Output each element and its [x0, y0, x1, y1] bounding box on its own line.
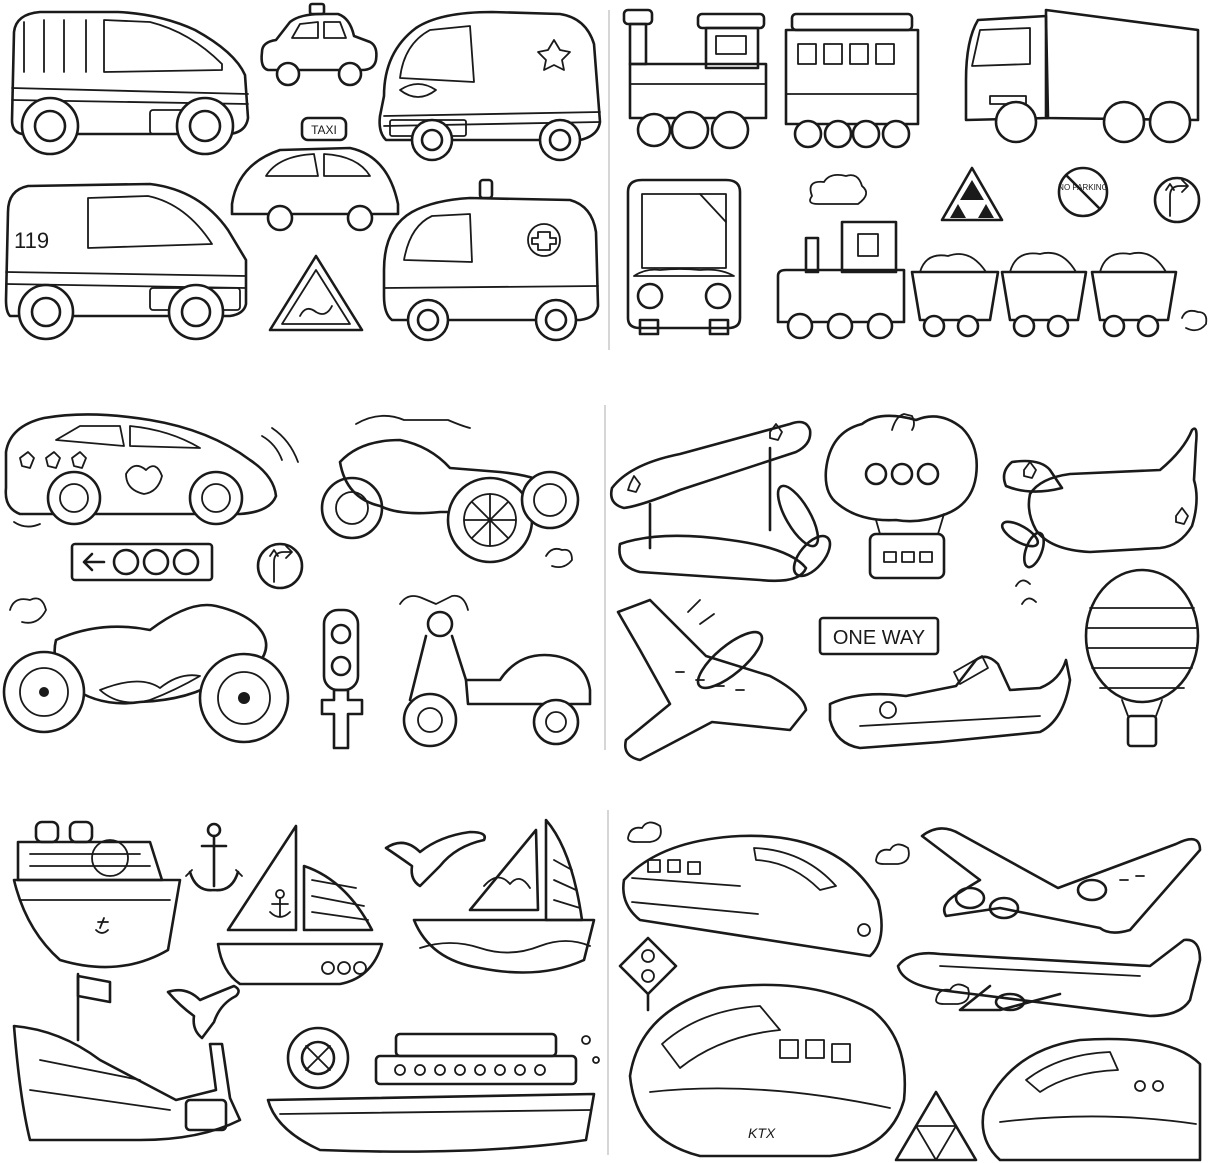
van-drawing: [10, 10, 250, 156]
bullet-train-drawing-2: KTX: [628, 983, 907, 1158]
yacht-drawing: [412, 818, 596, 974]
no-parking-label: NO PARKING: [1058, 183, 1108, 192]
airship-drawing: [824, 413, 978, 580]
ambulance-number-label: 119: [14, 228, 49, 253]
race-car-drawing: [4, 413, 299, 528]
bullet-train-drawing-3: [981, 1037, 1202, 1162]
lifebuoy-drawing: [286, 1026, 350, 1090]
hot-air-balloon-drawing: [1084, 568, 1200, 748]
high-speed-panel: KTX: [618, 821, 1202, 1162]
one-way-sign-drawing: ONE WAY: [818, 616, 940, 656]
propeller-plane-drawing: [1000, 427, 1198, 605]
scooter-drawing: [399, 594, 592, 748]
small-car-drawing: [260, 2, 378, 87]
motorcycle-drawing: [2, 597, 290, 744]
jet-plane-drawing: [616, 598, 808, 762]
ferry-drawing: [266, 1032, 600, 1153]
racing-panel: [2, 413, 592, 750]
ambulance-cross-drawing: [382, 178, 600, 342]
train-car-drawing: [784, 12, 920, 149]
slippery-road-sign-drawing: [268, 254, 364, 332]
traffic-light-drawing: [320, 608, 364, 750]
cruise-ship-drawing: [12, 820, 182, 969]
anchor-drawing: [185, 822, 243, 892]
bus-drawing: [626, 178, 742, 336]
taxi-sign-label: TAXI: [311, 123, 337, 137]
steam-engine-drawing: [622, 8, 768, 150]
sailboat-drawing: [216, 824, 384, 986]
airliner-drawing-2: [896, 938, 1202, 1018]
airliner-drawing: [920, 827, 1202, 934]
turn-sign-drawing-2: [256, 542, 304, 590]
arrow-light-sign-drawing: [70, 542, 214, 582]
warning-triangle-drawing: [940, 166, 1004, 222]
taxi-drawing: TAXI: [230, 116, 400, 232]
jet-ski-drawing: [828, 655, 1072, 750]
trains-trucks-panel: NO PARKING: [622, 8, 1208, 340]
no-parking-sign-drawing: NO PARKING: [1057, 166, 1109, 218]
one-way-sign-label: ONE WAY: [833, 627, 925, 649]
freight-train-drawing: [776, 173, 1208, 340]
train-logo-label: KTX: [748, 1125, 776, 1141]
triangle-sign-drawing: [894, 1090, 978, 1162]
traffic-light-drawing-2: [618, 936, 678, 1012]
quad-bike-drawing: [320, 414, 580, 569]
tugboat-drawing: [12, 972, 242, 1142]
seagull-drawing: [384, 830, 486, 888]
boats-panel: [12, 818, 600, 1153]
biplane-drawing: [609, 420, 832, 583]
aircraft-panel: ONE WAY: [609, 413, 1200, 762]
truck-drawing: [964, 8, 1200, 144]
turn-sign-drawing: [1153, 176, 1201, 224]
bullet-train-drawing: [622, 834, 883, 958]
ambulance-119-drawing: 119: [4, 182, 248, 341]
police-car-drawing: [378, 10, 602, 162]
road-vehicles-panel: TAXI 119: [4, 2, 602, 342]
seagull-drawing-2: [166, 984, 240, 1040]
